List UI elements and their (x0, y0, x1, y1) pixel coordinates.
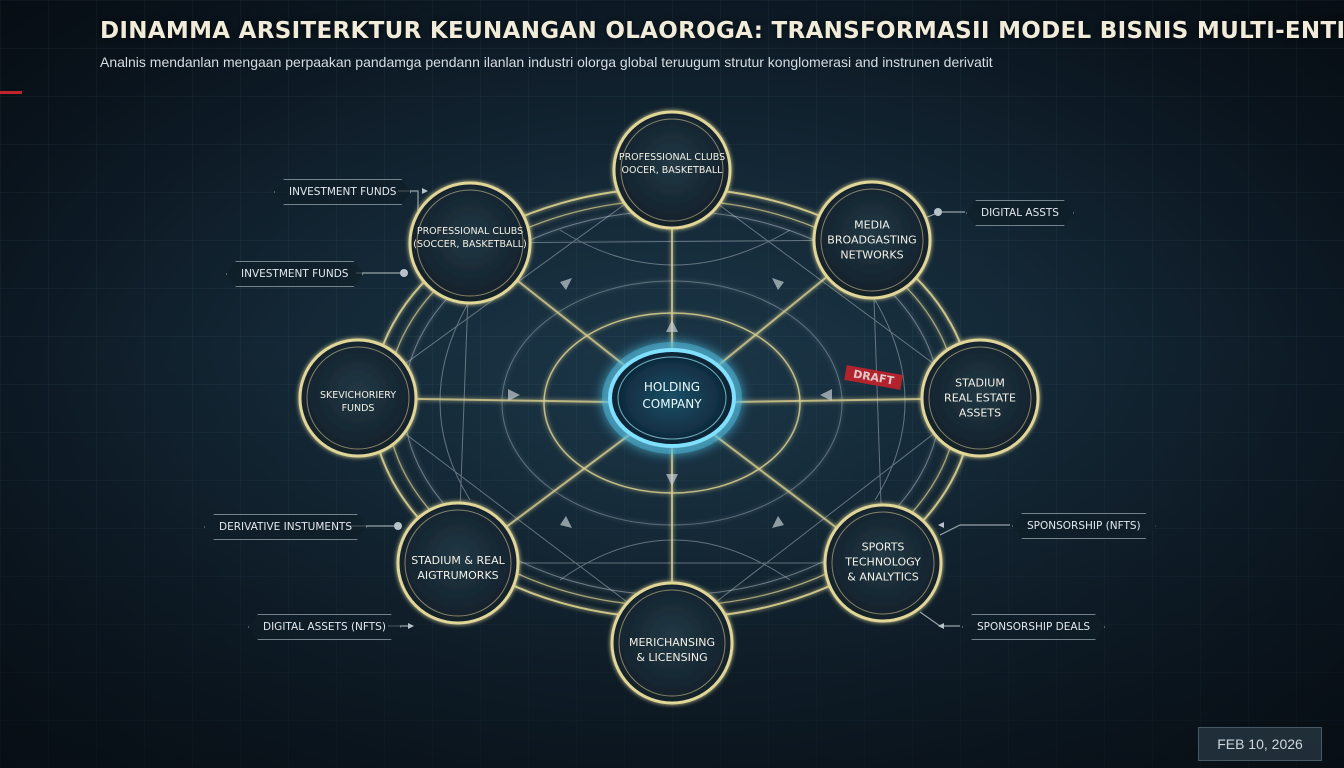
node-upper-left-circle (408, 181, 532, 305)
page-title: DINAMMA ARSITERKTUR KEUNANGAN OLAOROGA: … (100, 18, 1344, 44)
node-top-circle (612, 110, 732, 230)
satellite-nodes (298, 110, 1040, 705)
callout-investment-funds-top: INVESTMENT FUNDS (274, 179, 411, 205)
callout-derivative-instuments: DERIVATIVE INSTUMENTS (204, 514, 367, 540)
arrow-heads (508, 278, 832, 528)
center-hub-circle (608, 348, 736, 448)
callout-sponsorship-nfts: SPONSORSHIP (NFTS) (1012, 513, 1156, 539)
callout-investment-funds-mid: INVESTMENT FUNDS (226, 261, 363, 287)
callout-digital-assts: DIGITAL ASSTS (966, 200, 1074, 226)
node-lower-right-circle (823, 503, 943, 623)
center-hub (602, 342, 742, 454)
red-accent-bar (0, 91, 22, 94)
callout-sponsorship-deals: SPONSORSHIP DEALS (962, 614, 1105, 640)
satellite-inner-rings (306, 118, 1032, 697)
page-subtitle: Analnis mendanlan mengaan perpaakan pand… (100, 54, 993, 70)
connector-dots (394, 188, 944, 629)
node-right-circle (920, 338, 1040, 458)
date-badge: FEB 10, 2026 (1198, 727, 1322, 761)
node-left-circle (298, 338, 418, 458)
node-upper-right-circle (812, 180, 932, 300)
callout-digital-assets-nfts: DIGITAL ASSETS (NFTS) (248, 614, 401, 640)
node-bottom-circle (610, 581, 734, 705)
node-lower-left-circle (396, 501, 520, 625)
